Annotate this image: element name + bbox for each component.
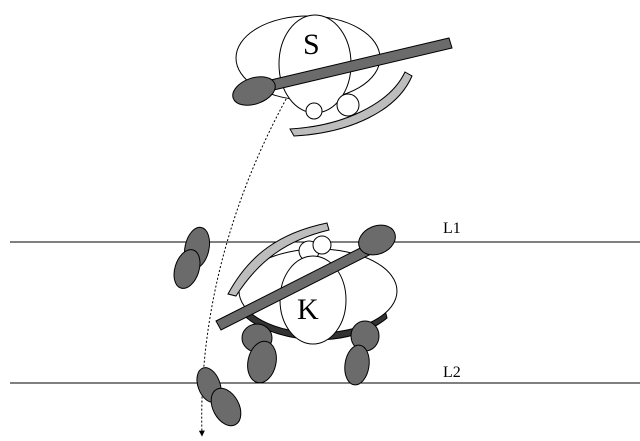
top-figure-right-hand: [336, 93, 360, 117]
bottom-figure-right-hand: [312, 235, 332, 255]
bottom-figure-shield: [227, 222, 330, 297]
top-figure-s: S: [232, 14, 453, 137]
line-l1-label: L1: [443, 220, 461, 237]
top-figure-left-hand: [305, 102, 323, 120]
footprint-lower-bottom: [210, 387, 242, 427]
top-figure-label: S: [303, 28, 320, 61]
bottom-figure-k: K: [215, 222, 398, 386]
bottom-figure-foot-left-lower: [247, 340, 277, 384]
line-l2-label: L2: [443, 364, 461, 381]
top-figure-foot: [232, 76, 276, 106]
bottom-figure-foot-top-right: [358, 224, 396, 256]
footprint-left-lower: [196, 367, 242, 427]
bottom-figure-label: K: [297, 293, 319, 326]
bottom-figure-foot-right-lower: [344, 344, 370, 386]
top-figure-shield: [289, 71, 413, 137]
footprint-left-upper: [173, 226, 211, 289]
footprint-upper-bottom: [173, 249, 201, 289]
